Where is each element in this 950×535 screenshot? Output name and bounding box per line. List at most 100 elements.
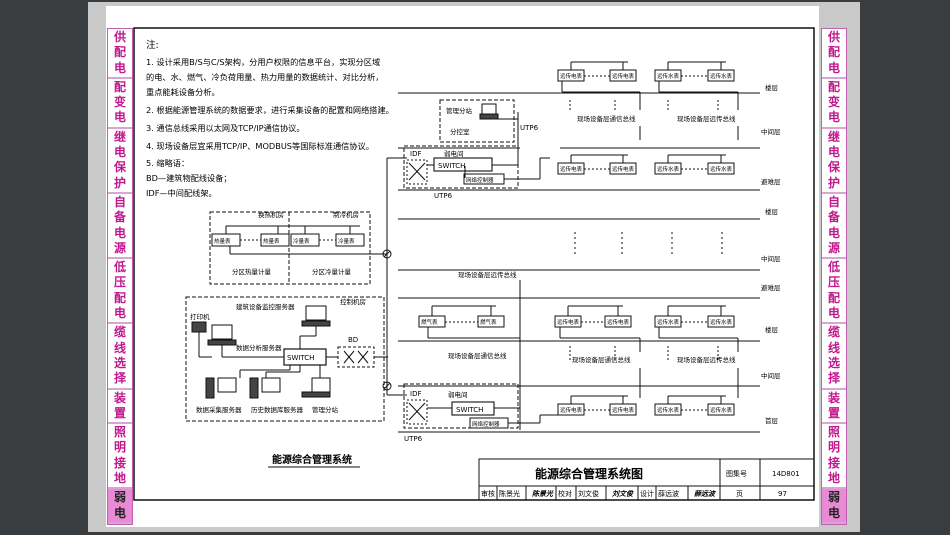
floor-label: 楼层 bbox=[765, 83, 779, 92]
bus-remote-label: 现场设备层远传总线 bbox=[677, 114, 736, 123]
designer-name: 薛远波 bbox=[658, 489, 679, 498]
category-tab-char: 照 bbox=[113, 425, 126, 440]
category-tab-char: 低 bbox=[113, 260, 126, 275]
water-meter-label: 远传水表 bbox=[657, 165, 680, 173]
category-tab-char: 配 bbox=[827, 79, 840, 94]
category-tab[interactable]: 自备电源 bbox=[108, 194, 132, 260]
category-tab-char: 源 bbox=[827, 240, 840, 255]
category-tab-char: 配 bbox=[827, 45, 840, 60]
design-label: 设计 bbox=[640, 489, 654, 498]
heat-meter-label: 热量表 bbox=[214, 237, 231, 245]
refuge-floor-label: 避难层 bbox=[761, 177, 781, 186]
category-tab[interactable]: 照明接地 bbox=[822, 424, 846, 490]
title-block bbox=[478, 458, 815, 501]
category-tab-char: 电 bbox=[827, 110, 840, 125]
zone-cold-label: 分区冷量计量 bbox=[312, 267, 352, 276]
category-tab-char: 自 bbox=[113, 194, 126, 209]
cool-room-label: 制冷机房 bbox=[333, 210, 359, 219]
ground-floor-label: 首层 bbox=[765, 416, 779, 425]
notes-block: 1. 设计采用B/S与C/S架构，分用户权限的信息平台，实现分区域 的电、水、燃… bbox=[146, 57, 394, 198]
category-tab-char: 明 bbox=[113, 440, 126, 455]
zone-heat-label: 分区热量计量 bbox=[232, 267, 272, 276]
sub-control-room-label: 分控室 bbox=[450, 127, 470, 136]
category-tab-char: 地 bbox=[827, 471, 840, 486]
category-tab-char: 电 bbox=[113, 505, 126, 520]
collect-server-label: 数据采集服务器 bbox=[196, 405, 242, 414]
smart-meter-label: 远传电表 bbox=[612, 406, 635, 414]
category-tab[interactable]: 装置 bbox=[108, 390, 132, 425]
sub-control-room bbox=[439, 99, 518, 143]
page-label: 页 bbox=[736, 490, 743, 498]
category-tab[interactable]: 供配电 bbox=[822, 29, 846, 79]
smart-meter-label: 远传电表 bbox=[560, 165, 583, 173]
category-tab[interactable]: 供配电 bbox=[108, 29, 132, 79]
category-tab-char: 电 bbox=[113, 306, 126, 321]
designer-signature: 薛远波 bbox=[694, 489, 717, 498]
note-line: 1. 设计采用B/S与C/S架构，分用户权限的信息平台，实现分区域 bbox=[146, 57, 380, 67]
gas-meter-label: 燃气表 bbox=[421, 318, 438, 326]
title-block-text: 能源综合管理系统图 图集号 14D801 审核 陈景光 陈景光 校对 刘文俊 刘… bbox=[481, 466, 800, 498]
category-tab-char: 缆 bbox=[113, 325, 126, 340]
category-tab-char: 电 bbox=[827, 145, 840, 160]
switch-label-lower: SWITCH bbox=[456, 406, 483, 414]
category-tab[interactable]: 配变电 bbox=[108, 79, 132, 129]
category-tab-char: 缆 bbox=[827, 325, 840, 340]
notes-title: 注: bbox=[146, 39, 159, 51]
category-tab[interactable]: 配变电 bbox=[822, 79, 846, 129]
category-tab-char: 配 bbox=[113, 290, 126, 305]
category-tab[interactable]: 继电保护 bbox=[108, 129, 132, 194]
category-tab-char: 明 bbox=[827, 440, 840, 455]
category-tab[interactable]: 低压配电 bbox=[108, 259, 132, 325]
bus-comm-label-lower: 现场设备层通信总线 bbox=[448, 351, 507, 360]
category-tab[interactable]: 弱电 bbox=[108, 489, 132, 524]
category-tab[interactable]: 低压配电 bbox=[822, 259, 846, 325]
atlas-number: 14D801 bbox=[772, 470, 800, 478]
water-meter-label: 远传水表 bbox=[657, 318, 680, 326]
category-tab-char: 配 bbox=[113, 45, 126, 60]
category-tab-char: 电 bbox=[827, 306, 840, 321]
checker-name: 刘文俊 bbox=[578, 489, 599, 498]
diagram-subtitle: 能源综合管理系统 bbox=[272, 453, 352, 466]
category-tab-char: 电 bbox=[113, 60, 126, 75]
category-tab-char: 压 bbox=[113, 275, 126, 290]
utp6-label-sub: UTP6 bbox=[520, 124, 539, 132]
heat-meter-label: 热量表 bbox=[263, 237, 280, 245]
water-meter-label: 远传水表 bbox=[710, 406, 733, 414]
category-tab-char: 照 bbox=[827, 425, 840, 440]
category-tab-char: 保 bbox=[827, 160, 840, 175]
upper-idf bbox=[403, 112, 541, 189]
category-tab-char: 配 bbox=[113, 79, 126, 94]
category-tab-char: 电 bbox=[827, 505, 840, 520]
category-tab[interactable]: 缆线选择 bbox=[822, 324, 846, 390]
category-tab[interactable]: 继电保护 bbox=[822, 129, 846, 194]
category-tab-char: 选 bbox=[827, 355, 840, 370]
bms-server-label: 建筑设备监控服务器 bbox=[236, 302, 295, 311]
category-tab-char: 电 bbox=[827, 60, 840, 75]
smart-meter-label: 远传电表 bbox=[612, 72, 635, 80]
category-tab-char: 保 bbox=[113, 160, 126, 175]
water-meter-label: 远传水表 bbox=[710, 72, 733, 80]
category-tab-char: 源 bbox=[113, 240, 126, 255]
note-line: 5. 缩略语： bbox=[146, 158, 189, 168]
smart-meter-label: 远传电表 bbox=[560, 406, 583, 414]
category-tab[interactable]: 自备电源 bbox=[822, 194, 846, 260]
upper-meter-text: 远传电表 远传电表 远传水表 远传水表 远传电表 远传电表 远传水表 远传水表 … bbox=[560, 72, 736, 173]
category-tab[interactable]: 照明接地 bbox=[108, 424, 132, 490]
category-tab[interactable]: 缆线选择 bbox=[108, 324, 132, 390]
category-tab-char: 护 bbox=[113, 175, 126, 190]
note-line: BD—建筑物配线设备； bbox=[146, 173, 232, 183]
category-tab-char: 择 bbox=[827, 371, 840, 386]
refuge-floor-label: 避难层 bbox=[761, 283, 781, 292]
category-tab-char: 继 bbox=[827, 129, 840, 144]
note-line: 3. 通信总线采用以太网及TCP/IP通信协议。 bbox=[146, 123, 305, 133]
category-tab-char: 变 bbox=[827, 95, 840, 110]
category-tab-char: 电 bbox=[113, 110, 126, 125]
category-tab-char: 选 bbox=[113, 355, 126, 370]
printer-label: 打印机 bbox=[190, 312, 210, 321]
note-line: 2. 根据能源管理系统的数据要求，进行采集设备的配置和网络搭建。 bbox=[146, 105, 394, 115]
category-tab[interactable]: 装置 bbox=[822, 390, 846, 425]
category-tab-char: 供 bbox=[827, 30, 840, 44]
category-tab[interactable]: 弱电 bbox=[822, 489, 846, 524]
weak-room-label: 弱电间 bbox=[444, 149, 464, 158]
idf-label: IDF bbox=[410, 150, 421, 158]
